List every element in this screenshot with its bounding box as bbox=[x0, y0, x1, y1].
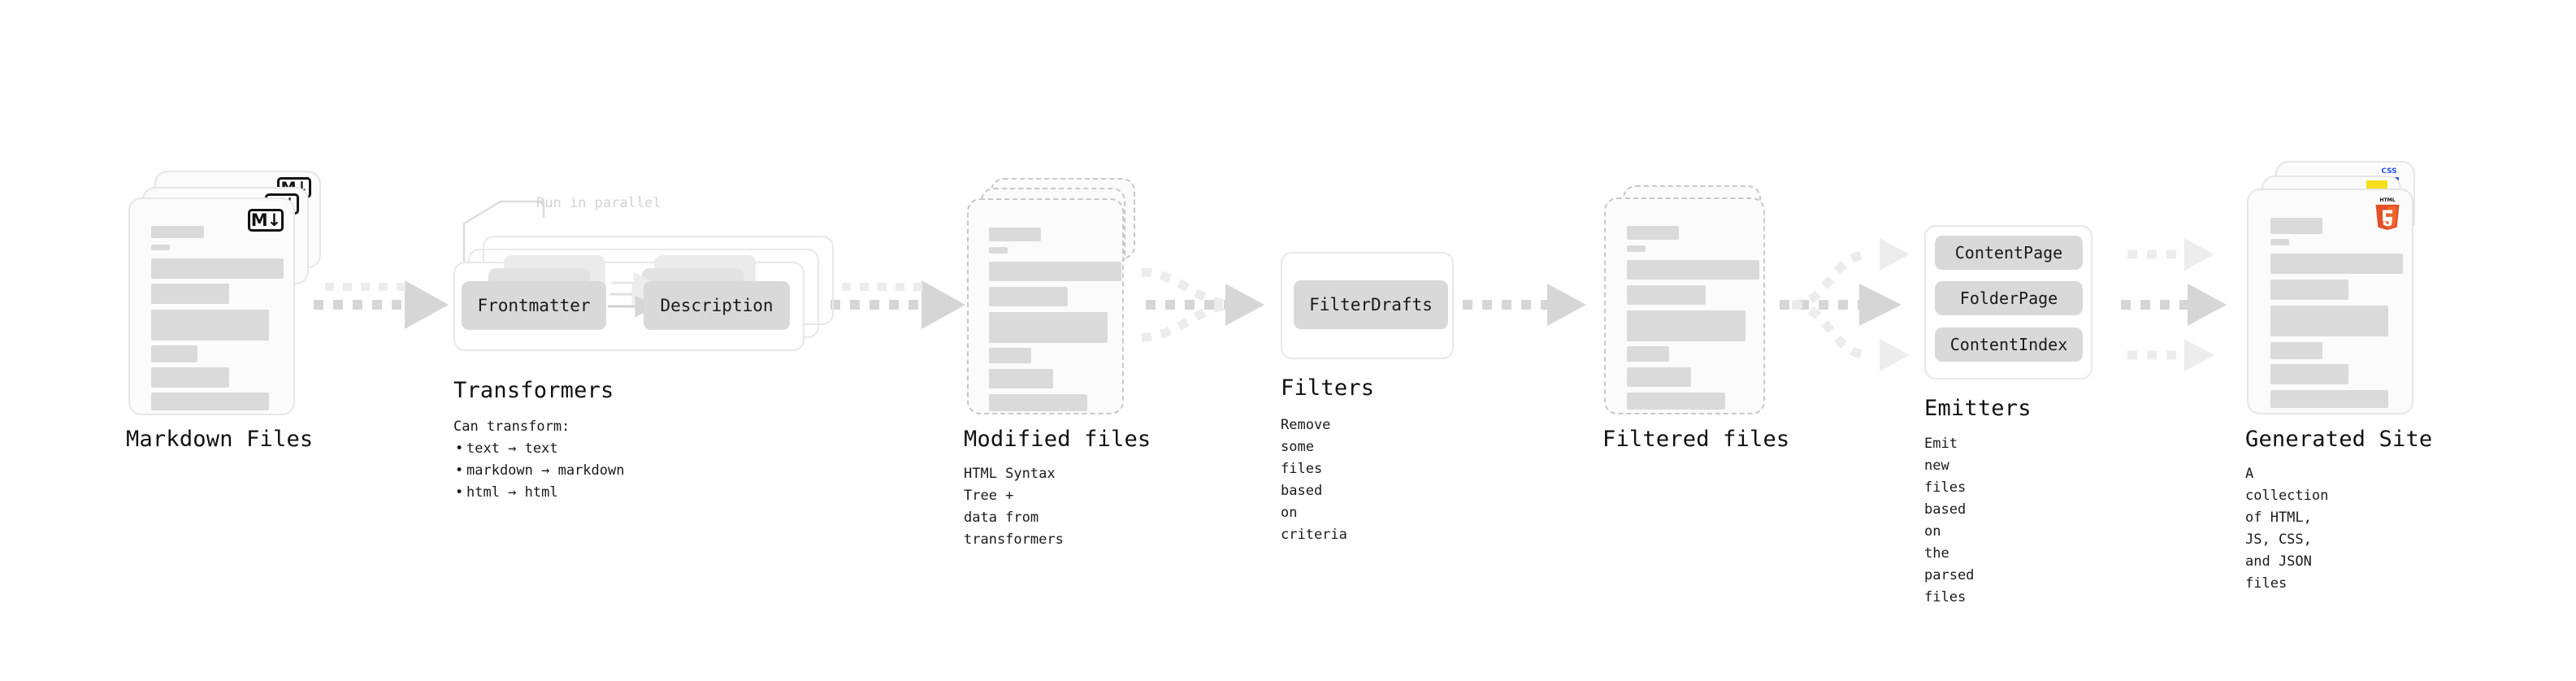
skeleton-bar bbox=[989, 287, 1068, 306]
skeleton-bar bbox=[151, 226, 204, 238]
skeleton-bar bbox=[1627, 245, 1646, 252]
stage-title-generated-site: Generated Site bbox=[2245, 427, 2433, 452]
skeleton-bar bbox=[989, 247, 1008, 254]
stage-title-modified-files: Modified files bbox=[964, 427, 1151, 452]
skeleton-bar bbox=[151, 393, 269, 410]
skeleton-bar bbox=[151, 310, 269, 340]
skeleton-bar bbox=[989, 228, 1041, 241]
emitter-pill-contentpage[interactable]: ContentPage bbox=[1935, 236, 2083, 270]
transformers-bullet-item: html → html bbox=[455, 482, 624, 504]
stage-title-transformers: Transformers bbox=[453, 378, 614, 403]
skeleton-bar bbox=[2270, 306, 2388, 336]
run-in-parallel-note: Run in parallel bbox=[536, 195, 661, 211]
skeleton-bar bbox=[2270, 342, 2322, 359]
skeleton-bar bbox=[989, 312, 1108, 343]
stage-title-markdown-files: Markdown Files bbox=[126, 427, 314, 452]
stage-desc-emitters: Emit new files based on the parsed files bbox=[1924, 436, 1975, 605]
markdown-card-front: M↓ bbox=[128, 197, 295, 415]
arrow-transformers-to-modified bbox=[830, 280, 965, 329]
stage-desc-generated-site: A collection of HTML, JS, CSS, and JSON … bbox=[2245, 466, 2329, 592]
skeleton-bar bbox=[989, 394, 1087, 411]
filtered-card-front bbox=[1604, 197, 1765, 414]
transformers-bullet-list: text → text markdown → markdown html → h… bbox=[453, 438, 625, 504]
skeleton-bar bbox=[1627, 367, 1691, 387]
transformer-pill-frontmatter[interactable]: Frontmatter bbox=[462, 281, 606, 330]
emitter-pill-folderpage[interactable]: FolderPage bbox=[1935, 281, 2083, 315]
skeleton-bar bbox=[2270, 390, 2388, 408]
skeleton-bar bbox=[1627, 393, 1725, 410]
skeleton-bar bbox=[1627, 310, 1746, 341]
svg-text:HTML: HTML bbox=[2379, 197, 2395, 203]
skeleton-bar bbox=[1627, 260, 1759, 280]
arrow-filters-to-filtered bbox=[1463, 284, 1586, 326]
transformers-capabilities: Can transform: text → text markdown → ma… bbox=[453, 416, 624, 504]
skeleton-bar bbox=[2270, 239, 2289, 245]
skeleton-bar bbox=[1627, 346, 1669, 362]
stage-title-filtered-files: Filtered files bbox=[1602, 427, 1790, 452]
transformers-bullet-item: text → text bbox=[455, 438, 624, 460]
skeleton-bar bbox=[151, 284, 229, 304]
stage-title-filters: Filters bbox=[1281, 375, 1375, 401]
skeleton-bar bbox=[989, 348, 1031, 363]
skeleton-bar bbox=[151, 245, 170, 250]
transformers-capabilities-lead: Can transform: bbox=[453, 419, 570, 435]
skeleton-bar bbox=[2270, 280, 2348, 300]
skeleton-bar bbox=[1627, 226, 1679, 240]
stage-desc-filters: Remove some files based on criteria bbox=[1281, 417, 1347, 543]
skeleton-bar bbox=[989, 369, 1053, 388]
modified-card-front bbox=[967, 198, 1124, 414]
markdown-badge-front: M↓ bbox=[248, 209, 284, 232]
arrow-modified-to-filters bbox=[1141, 267, 1264, 342]
skeleton-bar bbox=[151, 367, 229, 388]
stage-title-emitters: Emitters bbox=[1924, 396, 2032, 421]
skeleton-bar bbox=[2270, 218, 2322, 234]
stage-desc-modified-files: HTML Syntax Tree + data from transformer… bbox=[964, 466, 1064, 548]
skeleton-bar bbox=[151, 345, 197, 362]
emitter-pill-contentindex[interactable]: ContentIndex bbox=[1935, 327, 2083, 362]
skeleton-bar bbox=[2270, 364, 2348, 384]
site-card-front: HTML bbox=[2247, 189, 2413, 414]
transformer-pill-description[interactable]: Description bbox=[644, 281, 790, 330]
skeleton-bar bbox=[2270, 254, 2403, 274]
skeleton-bar bbox=[989, 262, 1121, 281]
arrow-markdown-to-transformers bbox=[314, 280, 449, 329]
html5-icon: HTML bbox=[2375, 197, 2400, 230]
arrow-emitters-to-site bbox=[2121, 238, 2227, 371]
skeleton-bar bbox=[1627, 285, 1706, 305]
filter-pill-filterdrafts[interactable]: FilterDrafts bbox=[1294, 280, 1448, 329]
skeleton-bar bbox=[151, 258, 284, 279]
transformers-bullet-item: markdown → markdown bbox=[455, 460, 625, 482]
arrow-filtered-to-emitters bbox=[1780, 238, 1910, 371]
